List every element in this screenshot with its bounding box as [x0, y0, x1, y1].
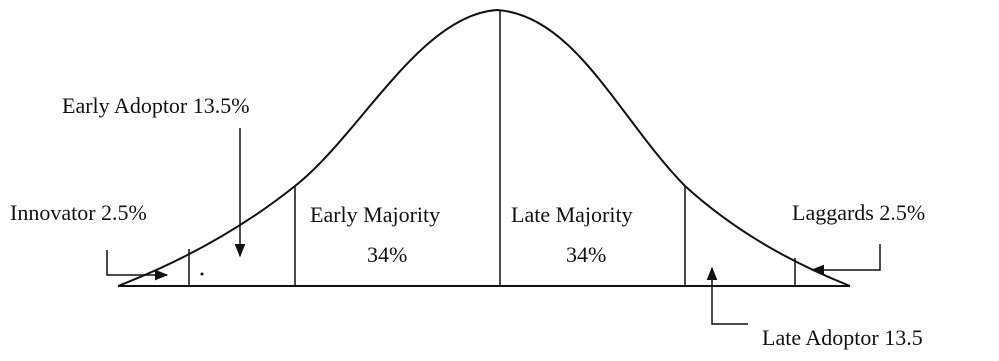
- label-late-adoptor: Late Adoptor 13.5: [762, 325, 923, 350]
- innovator-arrow: [106, 250, 169, 281]
- dot-marker: [200, 272, 204, 276]
- late-adoptor-arrow: [706, 266, 748, 325]
- label-innovator: Innovator 2.5%: [10, 200, 147, 225]
- label-early-adoptor: Early Adoptor 13.5%: [62, 93, 250, 118]
- label-early-majority: Early Majority: [310, 202, 440, 227]
- label-laggards: Laggards 2.5%: [792, 200, 925, 225]
- bell-curve: [117, 8, 851, 287]
- label-late-majority: Late Majority: [511, 202, 633, 227]
- label-early-majority-pct: 34%: [367, 242, 407, 267]
- laggards-arrow: [810, 244, 881, 276]
- label-late-majority-pct: 34%: [566, 242, 606, 267]
